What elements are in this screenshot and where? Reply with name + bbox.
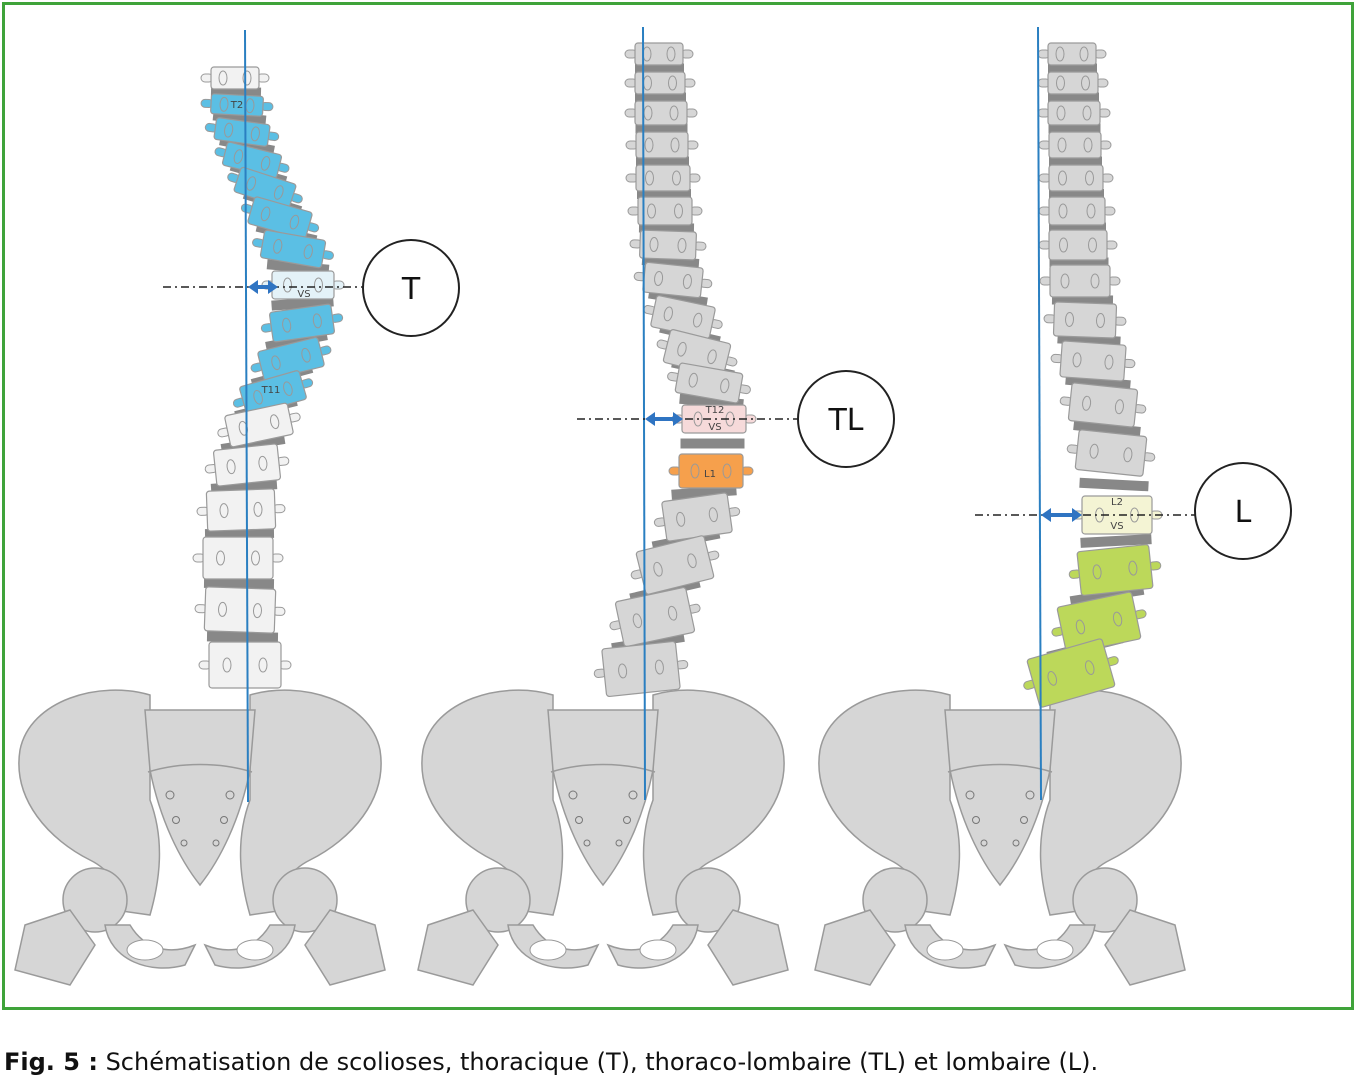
lumbar-vertebra	[1039, 264, 1121, 298]
intervertebral-disc	[680, 438, 745, 449]
t2-label: T2	[230, 100, 243, 111]
lumbar-apex-label: VS	[1110, 521, 1123, 532]
pelvis	[417, 689, 789, 986]
lumbar-scoliosis-panel	[814, 26, 1197, 986]
intervertebral-disc	[635, 92, 686, 103]
intervertebral-disc	[1048, 123, 1101, 134]
thoracolumbar-vertebra	[624, 100, 698, 126]
l1-label: L1	[704, 469, 716, 480]
thoracolumbar-vertebra	[653, 492, 741, 542]
lumbar-vertebra	[1037, 100, 1111, 126]
intervertebral-disc	[1073, 420, 1141, 437]
thoracolumbar-vertebra	[624, 71, 696, 95]
thoracolumbar-vertebra	[629, 229, 707, 261]
l2-label: L2	[1111, 497, 1123, 508]
intervertebral-disc	[637, 189, 691, 199]
lumbar-vertebra	[1038, 131, 1112, 159]
plumb-line	[642, 26, 646, 801]
thoracolumbar-vertebra	[667, 362, 751, 404]
intervertebral-disc	[203, 577, 275, 590]
thoracic-vertebra	[192, 536, 284, 580]
thoracolumbar-apex-label: VS	[708, 422, 721, 433]
deviation-arrow	[1041, 508, 1082, 522]
thoracolumbar-curve-label: TL	[827, 403, 863, 438]
thoracolumbar-vertebra	[625, 164, 701, 192]
thoracic-vertebra	[200, 66, 270, 90]
lumbar-vertebra	[1068, 544, 1162, 596]
thoracic-curve-label: T	[401, 272, 421, 307]
intervertebral-disc	[636, 156, 689, 167]
thoracolumbar-vertebra	[668, 453, 754, 489]
thoracic-vertebra	[198, 641, 292, 689]
intervertebral-disc	[1049, 257, 1109, 268]
thoracolumbar-vertebra	[624, 42, 694, 66]
thoracic-vertebra	[250, 336, 332, 382]
thoracolumbar-vertebra	[630, 535, 720, 595]
scoliosis-diagram: T TL L T2 VS T11 T12 VS L1 L2 VS	[14, 26, 1292, 986]
thoracic-vertebra	[232, 370, 314, 416]
lumbar-vertebra	[1050, 340, 1136, 382]
intervertebral-disc	[635, 123, 688, 134]
pelvis	[814, 689, 1186, 986]
thoracic-vertebra	[260, 303, 344, 343]
thoracic-vertebra	[252, 229, 334, 269]
thoracic-vertebra	[217, 402, 301, 448]
thoracic-vertebra	[196, 488, 286, 532]
lumbar-vertebra	[1038, 164, 1114, 192]
thoracolumbar-curve-circle: TL	[797, 370, 895, 468]
intervertebral-disc	[1049, 189, 1104, 199]
lumbar-vertebra	[1038, 229, 1118, 261]
intervertebral-disc	[1049, 156, 1102, 167]
figure-caption: Fig. 5 : Schématisation de scolioses, th…	[4, 1048, 1098, 1076]
thoracolumbar-vertebra	[593, 640, 689, 698]
intervertebral-disc	[1049, 222, 1106, 233]
thoracolumbar-vertebra	[627, 196, 703, 226]
thoracolumbar-vertebra	[609, 586, 701, 648]
thoracic-apex-label: VS	[297, 289, 310, 300]
thoracolumbar-vertebra	[625, 131, 699, 159]
lumbar-curve-label: L	[1235, 495, 1252, 530]
caption-label: Fig. 5 :	[4, 1048, 98, 1076]
thoracic-vertebra	[194, 586, 286, 634]
thoracolumbar-scoliosis-panel	[417, 26, 800, 986]
figure-frame: T TL L T2 VS T11 T12 VS L1 L2 VS	[2, 2, 1354, 1010]
intervertebral-disc	[1048, 63, 1097, 74]
plumb-line	[1037, 26, 1042, 801]
intervertebral-disc	[635, 63, 684, 74]
thoracic-curve-circle: T	[362, 239, 460, 337]
deviation-arrow	[645, 412, 683, 426]
thoracic-vertebra	[240, 196, 320, 240]
lumbar-vertebra	[1037, 42, 1107, 66]
lumbar-curve-circle: L	[1194, 462, 1292, 560]
pelvis	[14, 689, 386, 986]
intervertebral-disc	[206, 631, 279, 643]
lumbar-vertebra	[1037, 71, 1109, 95]
intervertebral-disc	[1080, 534, 1152, 548]
lumbar-vertebra	[1038, 196, 1116, 226]
lumbar-vertebra	[1023, 638, 1119, 708]
lumbar-vertebra	[1071, 495, 1163, 535]
plumb-line	[244, 29, 249, 803]
intervertebral-disc	[1048, 92, 1099, 103]
thoracic-vertebra	[204, 117, 280, 147]
intervertebral-disc	[1079, 477, 1149, 492]
lumbar-vertebra	[1059, 382, 1147, 428]
thoracic-scoliosis-panel	[14, 29, 386, 986]
lumbar-vertebra	[1066, 429, 1156, 477]
caption-text: Schématisation de scolioses, thoracique …	[97, 1048, 1099, 1076]
deviation-arrow	[248, 280, 278, 294]
lumbar-vertebra	[1043, 301, 1127, 339]
thoracolumbar-vertebra	[633, 261, 713, 299]
t12-label: T12	[705, 405, 725, 416]
t11-label: T11	[261, 385, 281, 396]
thoracic-vertebra	[200, 93, 274, 117]
